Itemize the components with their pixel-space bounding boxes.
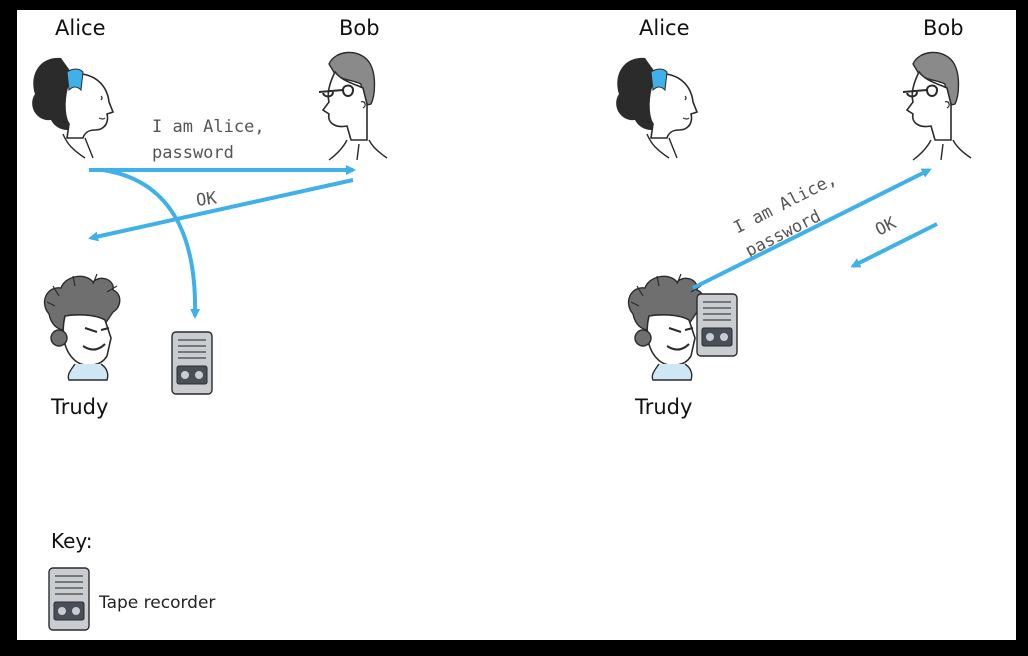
bob-figure-icon (318, 51, 388, 161)
replay-message-arrow (692, 168, 932, 290)
trudy-figure-icon (627, 273, 705, 381)
diagram-svg: Alice Bob Trudy I am Alice, password OK … (31, 16, 972, 631)
right-reply-label: OK (872, 213, 900, 240)
right-scenario: Alice Bob Trudy I am Alice, password OK (615, 16, 972, 419)
trudy-figure-icon (43, 273, 121, 381)
left-message-line2: password (152, 143, 234, 163)
right-trudy-label: Trudy (634, 395, 692, 419)
alice-figure-icon (31, 57, 114, 159)
recording-arrow (102, 168, 201, 319)
tape-recorder-icon (696, 293, 738, 357)
left-message-line1: I am Alice, (152, 117, 265, 137)
right-bob-label: Bob (923, 16, 964, 40)
right-alice-label: Alice (639, 16, 690, 40)
reply-arrow (850, 222, 938, 268)
key-legend: Key: Tape recorder (48, 529, 215, 631)
left-alice-label: Alice (55, 16, 106, 40)
tape-recorder-icon (171, 331, 213, 395)
key-tape-recorder-label: Tape recorder (98, 593, 215, 613)
left-reply-label: OK (195, 188, 219, 211)
reply-arrow (88, 178, 354, 242)
diagram-canvas: Alice Bob Trudy I am Alice, password OK … (17, 10, 1016, 640)
bob-figure-icon (902, 51, 972, 161)
left-trudy-label: Trudy (50, 395, 108, 419)
key-title: Key: (51, 529, 93, 553)
left-bob-label: Bob (339, 16, 380, 40)
tape-recorder-icon (48, 567, 90, 631)
left-scenario: Alice Bob Trudy I am Alice, password OK (31, 16, 388, 419)
alice-figure-icon (615, 57, 698, 159)
